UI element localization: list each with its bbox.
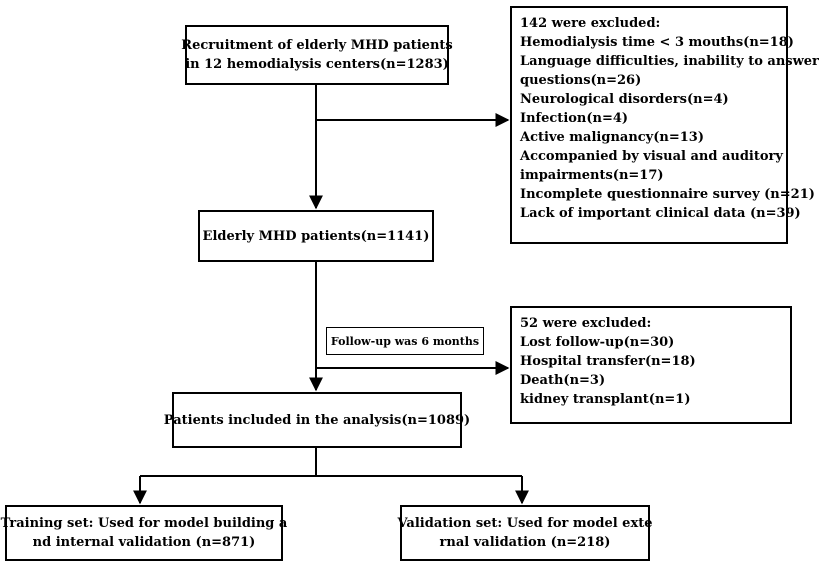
validation-line-1: Validation set: Used for model exte <box>397 516 653 531</box>
recruitment-line-1: Recruitment of elderly MHD patients <box>181 38 453 53</box>
followup-label: Follow-up was 6 months <box>330 334 480 348</box>
validation-line-2: rnal validation (n=218) <box>439 535 611 550</box>
exclusion1-item: Neurological disorders(n=4) <box>520 92 729 107</box>
exclusion2-item: Hospital transfer(n=18) <box>520 354 696 369</box>
exclusion2-item: Lost follow-up(n=30) <box>520 335 675 350</box>
exclusion1-item: Incomplete questionnaire survey (n=21) <box>520 187 815 202</box>
exclusion1-item: impairments(n=17) <box>520 168 664 183</box>
recruitment-box: Recruitment of elderly MHD patients in 1… <box>181 25 453 85</box>
included-label: Patients included in the analysis(n=1089… <box>163 412 471 428</box>
exclusion2-item: kidney transplant(n=1) <box>520 392 691 407</box>
exclusion1-item: Accompanied by visual and auditory <box>520 149 783 164</box>
exclusion1-box: 142 were excluded: Hemodialysis time < 3… <box>510 6 819 244</box>
training-line-1: Training set: Used for model building a <box>0 516 288 531</box>
validation-box: Validation set: Used for model exte rnal… <box>397 505 653 561</box>
exclusion1-item: Hemodialysis time < 3 mouths(n=18) <box>520 35 794 50</box>
exclusion2-box: 52 were excluded: Lost follow-up(n=30) H… <box>510 306 792 424</box>
training-box: Training set: Used for model building a … <box>1 505 287 561</box>
exclusion2-item: Death(n=3) <box>520 373 606 388</box>
elderly-label: Elderly MHD patients(n=1141) <box>202 228 430 244</box>
exclusion1-item: Language difficulties, inability to answ… <box>520 54 819 69</box>
exclusion1-item: Lack of important clinical data (n=39) <box>520 206 801 221</box>
exclusion1-item: Active malignancy(n=13) <box>520 130 704 145</box>
training-line-2: nd internal validation (n=871) <box>32 535 256 550</box>
included-box: Patients included in the analysis(n=1089… <box>164 392 470 448</box>
exclusion1-heading: 142 were excluded: <box>520 16 661 31</box>
elderly-box: Elderly MHD patients(n=1141) <box>198 210 434 262</box>
exclusion1-item: questions(n=26) <box>520 73 642 88</box>
exclusion1-item: Infection(n=4) <box>520 111 629 126</box>
recruitment-line-2: in 12 hemodialysis centers(n=1283) <box>185 57 449 72</box>
connector-arrows <box>133 84 529 505</box>
exclusion2-heading: 52 were excluded: <box>520 316 652 331</box>
followup-box: Follow-up was 6 months <box>326 327 484 355</box>
